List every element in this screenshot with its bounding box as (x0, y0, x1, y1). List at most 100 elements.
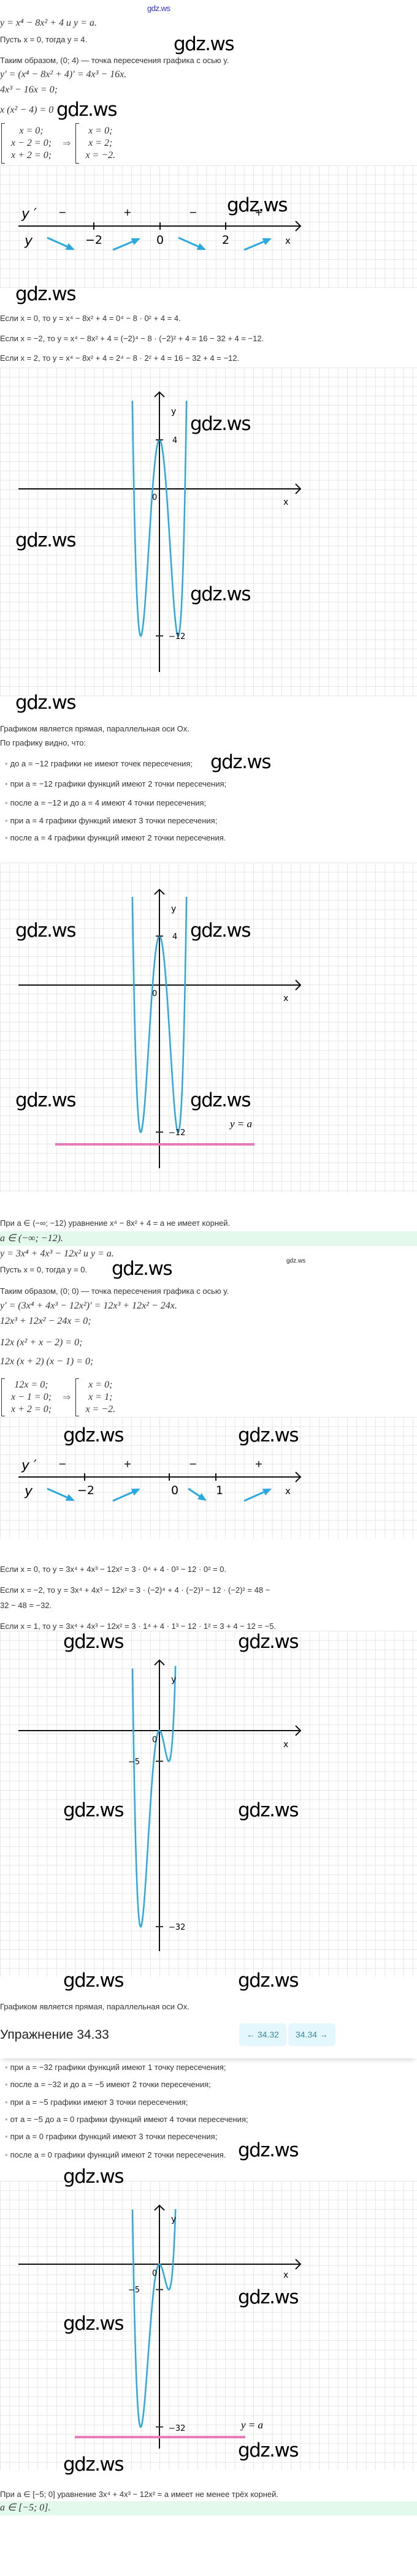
answer-highlight (0, 1231, 417, 1246)
bracket (1, 1378, 5, 1416)
yprime-label: y ′ (21, 1458, 37, 1473)
system-row: x = −2. (85, 150, 116, 161)
watermark: gdz.ws (63, 1631, 124, 1653)
arrow-head-icon (262, 1489, 272, 1496)
sign: − (189, 1458, 197, 1470)
x-label: x (285, 235, 291, 246)
list-item: •при a = 4 графики функций имеют 3 точки… (5, 816, 218, 825)
x-axis-label: x (283, 497, 288, 507)
y-label: y (24, 233, 33, 249)
function-curve (131, 2209, 177, 2428)
y-tick-label: 4 (172, 932, 177, 942)
list-item: •при a = 0 графики функций имеют 3 точки… (5, 2132, 218, 2141)
watermark: gdz.ws (238, 2286, 299, 2308)
equation-line: 4x³ − 16x = 0; (0, 85, 58, 95)
tick-label: 2 (222, 233, 229, 247)
watermark: gdz.ws (227, 194, 288, 216)
list-item: •при a = −12 графики функций имеют 2 точ… (5, 779, 227, 788)
prev-exercise-button[interactable]: ← 34.32 (239, 2023, 286, 2046)
list-item: •после a = −12 и до a = 4 имеют 4 точки … (5, 798, 207, 807)
watermark: gdz.ws (174, 33, 235, 55)
implies-icon: ⇒ (63, 1392, 71, 1403)
system-row: x = 0; (88, 1380, 113, 1390)
calc-line: Если x = 0, то y = x⁴ − 8x² + 4 = 0⁴ − 8… (0, 314, 181, 323)
y-tick-label: −5 (128, 2286, 140, 2295)
yprime-label: y ′ (21, 206, 37, 222)
calc-line: Если x = −2, то y = x⁴ − 8x² + 4 = (−2)⁴… (0, 334, 264, 343)
system-row: x + 2 = 0; (11, 150, 52, 161)
tick-label: −2 (85, 233, 102, 247)
sign-chart: y ′ y − + − + −2 0 2 x (18, 206, 302, 251)
function-curve (131, 1666, 177, 1928)
sign: − (58, 206, 66, 218)
y-axis-arrow-icon (154, 888, 165, 895)
grid-background (0, 368, 417, 697)
sign: + (254, 206, 262, 218)
line-label: y = a (240, 2419, 263, 2431)
axis-arrow-icon (295, 1471, 302, 1483)
x-label: x (285, 1486, 291, 1497)
system-row: x = 1; (88, 1392, 113, 1402)
tick-label: 0 (156, 233, 164, 247)
sign: − (189, 206, 197, 218)
list-item: •при a = −5 графики имеют 3 точки пересе… (5, 2098, 188, 2107)
system-row: x + 2 = 0; (11, 1404, 52, 1415)
equation-system: x = 0; x − 2 = 0; x + 2 = 0; ⇒ x = 0; x … (1, 123, 121, 164)
watermark: gdz.ws (190, 920, 251, 942)
sign: + (123, 1458, 131, 1470)
calc-line: Если x = −2, то y = 3x⁴ + 4x³ − 12x² = 3… (0, 1585, 270, 1595)
x-axis-arrow-icon (295, 980, 302, 991)
trend-arrow (178, 236, 200, 248)
arrow-head-icon (196, 243, 206, 250)
y-tick-label: 4 (172, 436, 177, 445)
y-tick-label: −5 (128, 1758, 140, 1767)
derivative-line: y′ = (x⁴ − 8x² + 4)′ = 4x³ − 16x. (0, 69, 127, 80)
watermark: gdz.ws (238, 1799, 299, 1821)
implies-icon: ⇒ (63, 138, 71, 149)
next-exercise-button[interactable]: 34.34 → (288, 2023, 335, 2046)
tick-label: −2 (77, 1484, 94, 1497)
x-axis-label: x (283, 2270, 288, 2280)
grid-background (0, 863, 417, 1193)
trend-arrow (243, 240, 266, 251)
exercise-header: Упражнение 34.33 ← 34.32 34.34 → (0, 2015, 417, 2058)
watermark: gdz.ws (15, 283, 77, 305)
equation-line: y = x⁴ − 8x² + 4 и y = a. (0, 18, 97, 28)
watermark: gdz.ws (238, 1424, 299, 1446)
watermark: gdz.ws (190, 413, 251, 435)
trend-arrow (112, 240, 134, 251)
arrow-head-icon (262, 238, 272, 245)
watermark-small: gdz.ws (286, 1258, 306, 1264)
answer: a ∈ [−5; 0]. (0, 2502, 51, 2513)
arrow-head-icon (65, 1494, 75, 1501)
site-link[interactable]: gdz.ws (147, 4, 170, 13)
text-line: Таким образом, (0; 4) — точка пересечени… (0, 56, 229, 65)
y-axis-label: y (171, 904, 176, 914)
calc-line: 32 − 48 = −32. (0, 1601, 52, 1610)
y-tick-label: −32 (169, 2424, 185, 2433)
text-line: Пусть x = 0, тогда y = 0. (0, 1265, 88, 1274)
x-axis-arrow-icon (295, 2259, 302, 2270)
watermark: gdz.ws (15, 692, 77, 714)
sign-chart: y ′ y − + − + −2 0 1 x (18, 1458, 302, 1502)
x-axis-label: x (283, 1740, 288, 1750)
x-axis-label: x (283, 994, 288, 1003)
calc-line: Если x = 2, то y = x⁴ − 8x² + 4 = 2⁴ − 8… (0, 353, 240, 363)
y-axis-arrow-icon (154, 2204, 165, 2211)
trend-arrow (243, 1490, 266, 1502)
watermark: gdz.ws (238, 2439, 299, 2461)
watermark: gdz.ws (56, 99, 118, 121)
equation-line: x (x² − 4) = 0 (0, 105, 54, 115)
text-line: Пусть x = 0, тогда y = 4. (0, 35, 88, 44)
y-axis-arrow-icon (154, 1659, 165, 1666)
list-item: •до a = −12 графики не имеют точек перес… (5, 759, 193, 768)
tick-label: 0 (171, 1484, 178, 1497)
answer: a ∈ (−∞; −12). (0, 1233, 63, 1244)
graph-note: Графиком является прямая, параллельная о… (0, 2002, 189, 2011)
list-item: •после a = −32 и до a = −5 имеют 2 точки… (5, 2080, 211, 2089)
watermark: gdz.ws (210, 751, 272, 773)
